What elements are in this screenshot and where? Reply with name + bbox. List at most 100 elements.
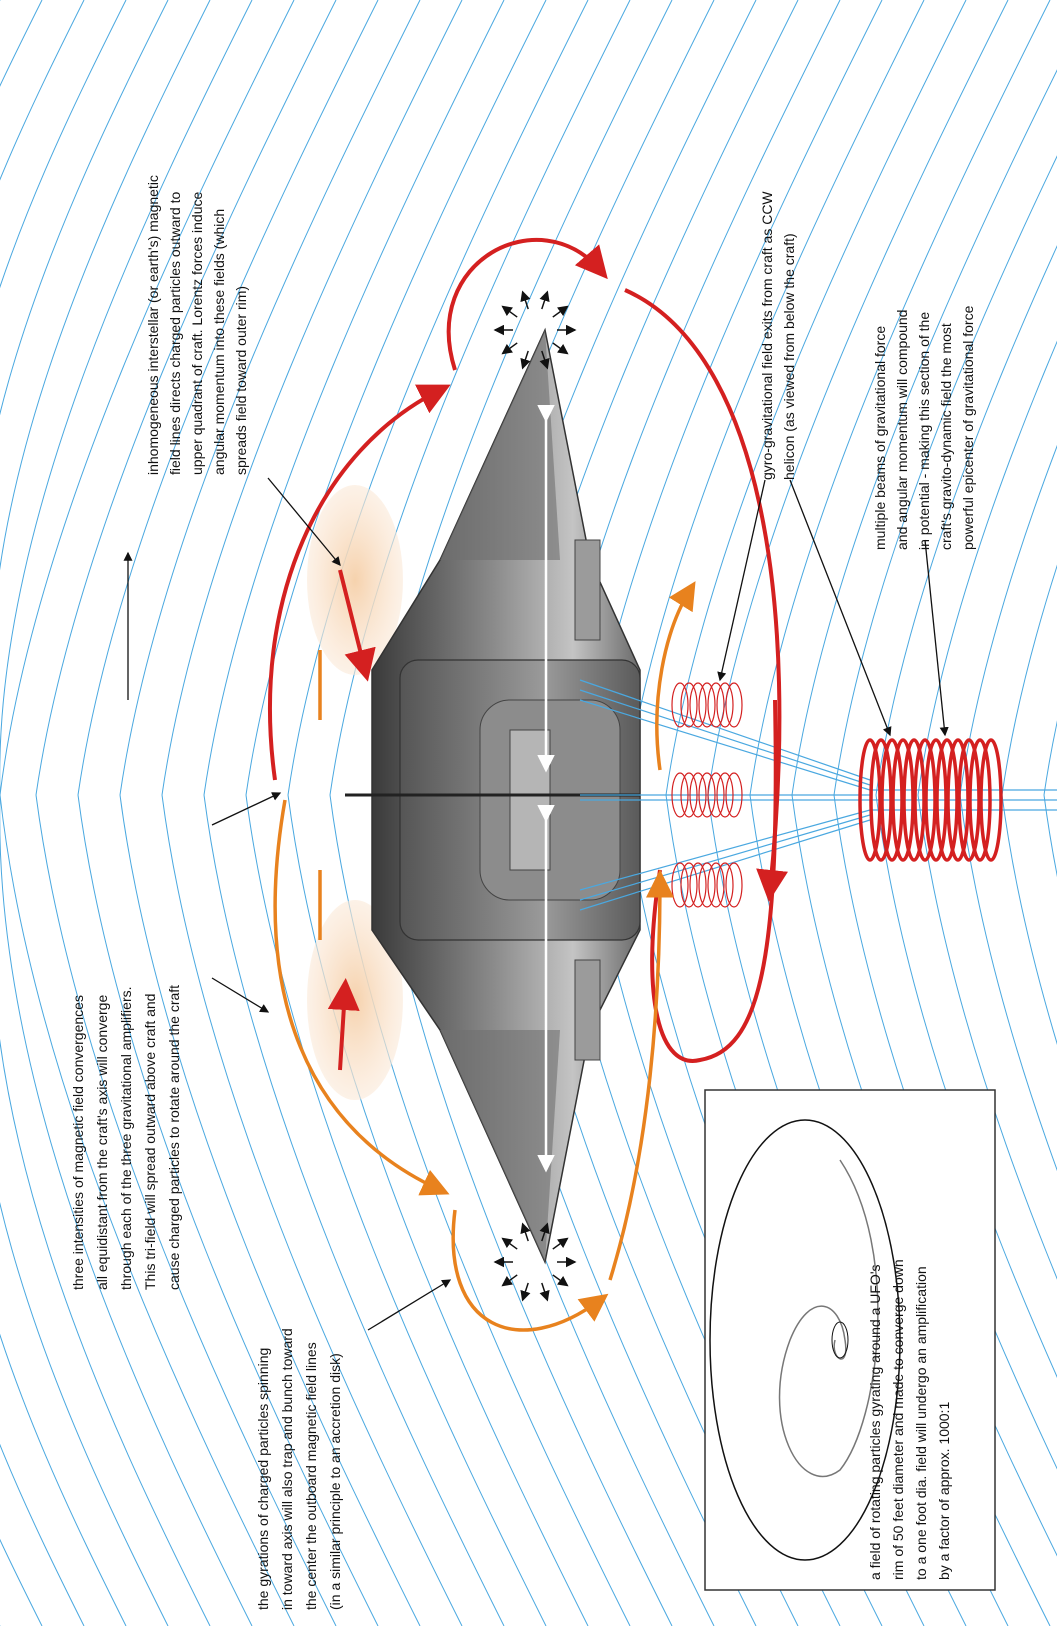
field-line xyxy=(35,794,337,1626)
helicon-loop xyxy=(689,772,707,818)
field-line xyxy=(0,0,85,795)
inset-spiral xyxy=(778,1159,879,1478)
field-line xyxy=(287,0,589,796)
field-line xyxy=(0,0,211,795)
label-particle-gyrations: the gyrations of charged particles spinn… xyxy=(255,1328,343,1610)
rim-arrow xyxy=(501,342,518,355)
gyrations-line: the gyrations of charged particles spinn… xyxy=(255,1348,271,1610)
convergences-line: all equidistant from the craft's axis wi… xyxy=(94,995,110,1290)
helicon-loop xyxy=(680,862,698,908)
label-helicon: gyro-gravitational field exits from craf… xyxy=(759,191,797,480)
helicon-loop xyxy=(725,862,743,908)
helicon-loop xyxy=(716,682,734,728)
convergences-line: through each of the three gravitational … xyxy=(118,986,134,1290)
rim-arrow xyxy=(501,305,518,318)
helicon-loop xyxy=(698,772,716,818)
helicon-loop xyxy=(869,738,893,862)
rim-arrow xyxy=(501,1274,518,1287)
helicon-loop xyxy=(671,682,689,728)
helicon-loop xyxy=(725,772,743,818)
label-inset-amplification: a field of rotating particles gyrating a… xyxy=(867,1259,952,1580)
beams-line: powerful epicenter of gravitational forc… xyxy=(960,305,976,550)
helicon-loop xyxy=(957,738,981,862)
inset-line: a field of rotating particles gyrating a… xyxy=(867,1265,883,1581)
field-line xyxy=(0,795,43,1626)
rim-arrow xyxy=(520,1282,531,1302)
helicon-loop xyxy=(680,682,698,728)
label-field-convergences: three intensities of magnetic field conv… xyxy=(70,985,182,1290)
field-line xyxy=(1001,564,1057,796)
helicon-loop xyxy=(707,682,725,728)
field-line xyxy=(0,795,85,1626)
field-line xyxy=(119,0,421,796)
leader-arrows xyxy=(123,477,949,1331)
field-line xyxy=(0,795,127,1626)
rim-arrow xyxy=(520,1222,531,1242)
helicon-loop xyxy=(707,862,725,908)
ufo-craft xyxy=(345,327,641,1265)
helicon-loop xyxy=(880,738,904,862)
field-line xyxy=(0,795,169,1626)
field-line xyxy=(665,0,967,796)
inhomogeneous-line: field lines directs charged particles ou… xyxy=(167,192,183,475)
field-line xyxy=(35,0,337,796)
helicon-loop xyxy=(716,772,734,818)
rim-arrow xyxy=(552,305,569,318)
field-line xyxy=(0,0,295,796)
helicon-coils xyxy=(671,682,1003,908)
field-line xyxy=(917,794,1057,1280)
rim-arrow xyxy=(539,1222,550,1242)
helicon-loop xyxy=(924,738,948,862)
convergences-line: This tri-field will spread outward above… xyxy=(142,994,158,1290)
rim-arrow xyxy=(520,350,531,370)
field-line xyxy=(0,795,211,1626)
field-line xyxy=(1043,720,1057,796)
field-line xyxy=(707,0,1009,796)
inset-line: by a factor of approx. 1000:1 xyxy=(936,1402,952,1580)
inhomogeneous-line: inhomogeneous interstellar (or earth's) … xyxy=(145,175,161,475)
helicon-loop xyxy=(902,738,926,862)
field-line xyxy=(1001,794,1057,1046)
rim-arrow xyxy=(539,290,550,310)
inhomogeneous-line: angular momentum into these fields (whic… xyxy=(211,209,227,475)
field-line xyxy=(917,340,1057,796)
field-line xyxy=(0,795,253,1626)
field-line xyxy=(959,444,1057,796)
field-line xyxy=(119,794,421,1626)
field-line xyxy=(161,794,463,1626)
helicon-loop xyxy=(968,738,992,862)
field-line xyxy=(791,69,1057,796)
field-line xyxy=(875,245,1057,796)
field-line xyxy=(0,0,253,795)
rim-arrow xyxy=(539,1282,550,1302)
label-inhomogeneous-field: inhomogeneous interstellar (or earth's) … xyxy=(145,175,249,475)
field-line xyxy=(203,0,505,796)
helicon-line: helicon (as viewed from below the craft) xyxy=(781,233,797,480)
beams-line: craft's gravito-dynamic field the most xyxy=(938,323,954,550)
field-line xyxy=(0,0,169,795)
inset-line: to a one foot dia. field will undergo an… xyxy=(913,1266,929,1580)
helicon-line: gyro-gravitational field exits from craf… xyxy=(759,191,775,480)
helicon-loop xyxy=(946,738,970,862)
convergences-line: cause charged particles to rotate around… xyxy=(166,985,182,1290)
field-line xyxy=(287,794,589,1626)
field-line xyxy=(875,794,1057,1378)
field-line xyxy=(623,0,925,796)
orange-field-arrows xyxy=(273,581,696,1332)
inset-line: rim of 50 feet diameter and made to conv… xyxy=(890,1259,906,1580)
rim-arrow xyxy=(552,1237,569,1250)
helicon-loop xyxy=(979,738,1003,862)
field-line xyxy=(203,794,505,1626)
beams-line: in potential - making this section of th… xyxy=(916,312,932,550)
beams-line: multiple beams of gravitational force xyxy=(872,326,888,550)
helicon-loop xyxy=(707,772,725,818)
helicon-loop xyxy=(689,862,707,908)
field-line xyxy=(749,0,1051,796)
inset-panel xyxy=(704,1089,996,1591)
inset-orbit-outer xyxy=(709,1119,901,1561)
rim-arrow xyxy=(520,290,531,310)
helicon-loop xyxy=(671,772,689,818)
gravity-beams xyxy=(579,679,1057,911)
